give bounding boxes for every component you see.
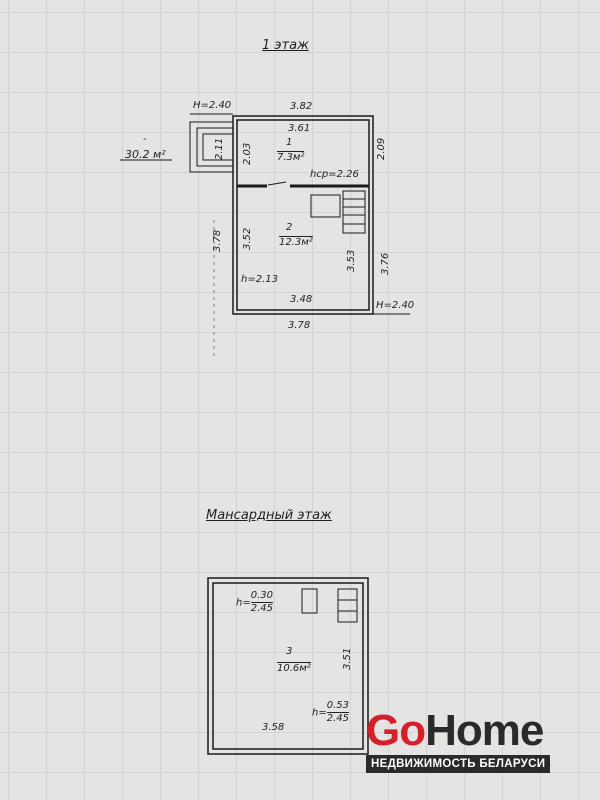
floor1-total-area: 30.2 м² <box>125 148 166 161</box>
floor1-dim-bottom-outer: 3.78 <box>288 320 311 331</box>
floor1-inner-wall <box>236 119 370 311</box>
attic-height-1-label: h= <box>236 597 251 609</box>
attic-outer-wall <box>207 577 369 755</box>
attic-height-1-top: 0.30 <box>250 590 273 603</box>
room3-number: 3 <box>286 646 293 657</box>
attic-dim-bottom: 3.58 <box>262 722 285 733</box>
attic-height-2-bottom: 2.45 <box>326 713 349 724</box>
room2-height: h=2.13 <box>241 274 278 285</box>
attic-inner-wall <box>212 582 364 750</box>
floor1-dim-left-inner: 3.52 <box>242 227 253 250</box>
floor1-dim-right-outer: 3.76 <box>380 252 391 275</box>
floor1-title: 1 этаж <box>262 38 309 53</box>
attic-height-1-bottom: 2.45 <box>250 603 273 614</box>
gohome-watermark-logo: GoHome НЕДВИЖИМОСТЬ БЕЛАРУСИ <box>366 706 551 773</box>
attic-title: Мансардный этаж <box>206 508 332 523</box>
logo-tagline: НЕДВИЖИМОСТЬ БЕЛАРУСИ <box>366 755 551 773</box>
floor1-total-num: - <box>143 134 147 145</box>
room1-number: 1 <box>286 137 293 148</box>
logo-home: Home <box>425 706 544 755</box>
floor1-dim-top-inner: 3.61 <box>288 123 311 134</box>
floor1-height-bottom: H=2.40 <box>376 300 415 311</box>
floor1-dim-room1-height: 2.03 <box>242 142 253 165</box>
floor1-outer-wall <box>232 115 374 315</box>
logo-go: Go <box>366 706 426 755</box>
room1-area: 7.3м² <box>277 151 305 163</box>
floor1-dim-right-upper: 2.09 <box>376 137 387 160</box>
floor1-dim-porch: 2.11 <box>214 137 225 160</box>
attic-dim-right: 3.51 <box>342 647 353 670</box>
floor1-dim-left-outer: 3.78 <box>212 229 223 252</box>
floor1-dim-bottom-inner: 3.48 <box>290 294 313 305</box>
room2-area: 12.3м² <box>279 236 313 248</box>
floor1-dim-top-outer: 3.82 <box>290 101 313 112</box>
floor1-height-top: H=2.40 <box>193 100 232 111</box>
attic-height-2-top: 0.53 <box>326 700 349 713</box>
room3-area: 10.6м² <box>277 662 311 674</box>
attic-height-2-label: h= <box>312 707 327 719</box>
room2-number: 2 <box>286 222 293 233</box>
floor1-dim-right-inner: 3.53 <box>346 249 357 272</box>
room1-average-height: hср=2.26 <box>310 169 359 180</box>
